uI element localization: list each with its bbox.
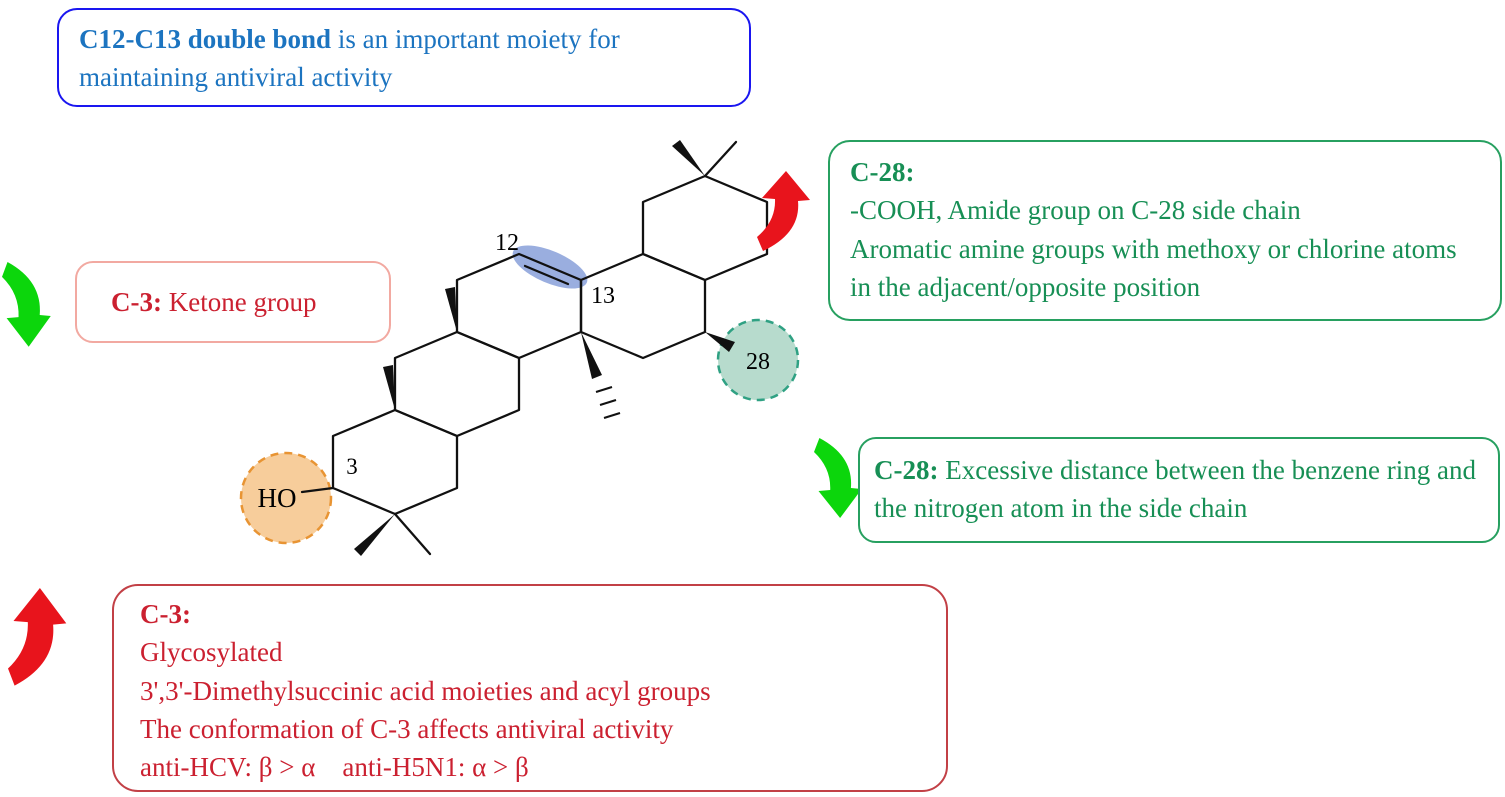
c3-number-label: 3 [346, 454, 358, 479]
hydroxyl-label: HO [258, 483, 297, 513]
c3-ketone-note-rest: Ketone group [161, 286, 317, 317]
double-bond-note-bold: C12-C13 double bond [79, 24, 332, 54]
c3-modifications-note-line-1: Glycosylated [140, 637, 283, 668]
c28-groups-note-line-2: Aromatic amine groups with methoxy or ch… [850, 233, 1464, 302]
ring-e [641, 174, 769, 282]
c28-groups-note-line-1: -COOH, Amide group on C-28 side chain [850, 195, 1301, 226]
double-bond-note-rest: is an important moiety for maintaining a… [79, 24, 620, 93]
double-bond-note: C12-C13 double bond is an important moie… [57, 8, 751, 107]
c3-modifications-note-line-3: The conformation of C-3 affects antivira… [140, 713, 674, 744]
gem-dimethyl-wedge-left [672, 140, 705, 176]
c10-methyl-wedge [383, 365, 395, 410]
c3-ketone-note-text: C-3: Ketone group [111, 283, 316, 321]
decrease-arrow-c3-ketone-icon [2, 262, 51, 347]
c3-ketone-note-bold: C-3: [111, 286, 162, 317]
c28-groups-note-bold: C-28: [850, 157, 915, 187]
hydroxyl-bond [300, 486, 335, 494]
c3-modifications-note-bold: C-3: [140, 599, 191, 629]
c12-c13-double-bond-inner [523, 264, 570, 286]
methyl-wedge-bonds [354, 140, 735, 556]
c28-distance-note-rest: Excessive distance between the benzene r… [874, 455, 1477, 524]
c13-number-label: 13 [591, 283, 615, 309]
c3-modifications-note-line-2: 3',3'-Dimethylsuccinic acid moieties and… [140, 675, 711, 706]
c12-number-label: 12 [495, 230, 519, 256]
decrease-arrow-c28-distance-icon [814, 438, 862, 518]
c28-highlight-circle [716, 318, 800, 402]
c17-c28-wedge [705, 332, 735, 352]
increase-arrow-c28-groups-icon [757, 171, 810, 251]
c3-modifications-note-line-4: anti-HCV: β > α anti-H5N1: α > β [140, 752, 529, 783]
atom-labels: HO 3 12 13 28 [258, 230, 771, 513]
ring-bonds [300, 140, 769, 556]
gem-dimethyl-bond-right [703, 140, 738, 178]
c28-groups-note: C-28: -COOH, Amide group on C-28 side ch… [828, 140, 1502, 321]
c3-modifications-note: C-3: Glycosylated 3',3'-Dimethylsuccinic… [112, 584, 948, 792]
c14-methyl-wedge [581, 332, 602, 379]
c28-distance-note-bold: C-28: [874, 455, 939, 485]
c28-number-label: 28 [746, 349, 770, 375]
c28-distance-note: C-28: Excessive distance between the ben… [858, 437, 1500, 543]
ring-b [393, 330, 521, 438]
trend-arrows [2, 171, 862, 686]
c4-methyl-wedge-left [354, 514, 395, 556]
c4-methyl-bond-right [393, 512, 432, 556]
c3-ketone-note: C-3: Ketone group [75, 261, 391, 343]
c8-methyl-wedge [445, 287, 457, 332]
c3-highlight-circle [239, 451, 333, 545]
increase-arrow-c3-mods-icon [8, 588, 67, 686]
stereo-hash-marks [595, 385, 621, 420]
